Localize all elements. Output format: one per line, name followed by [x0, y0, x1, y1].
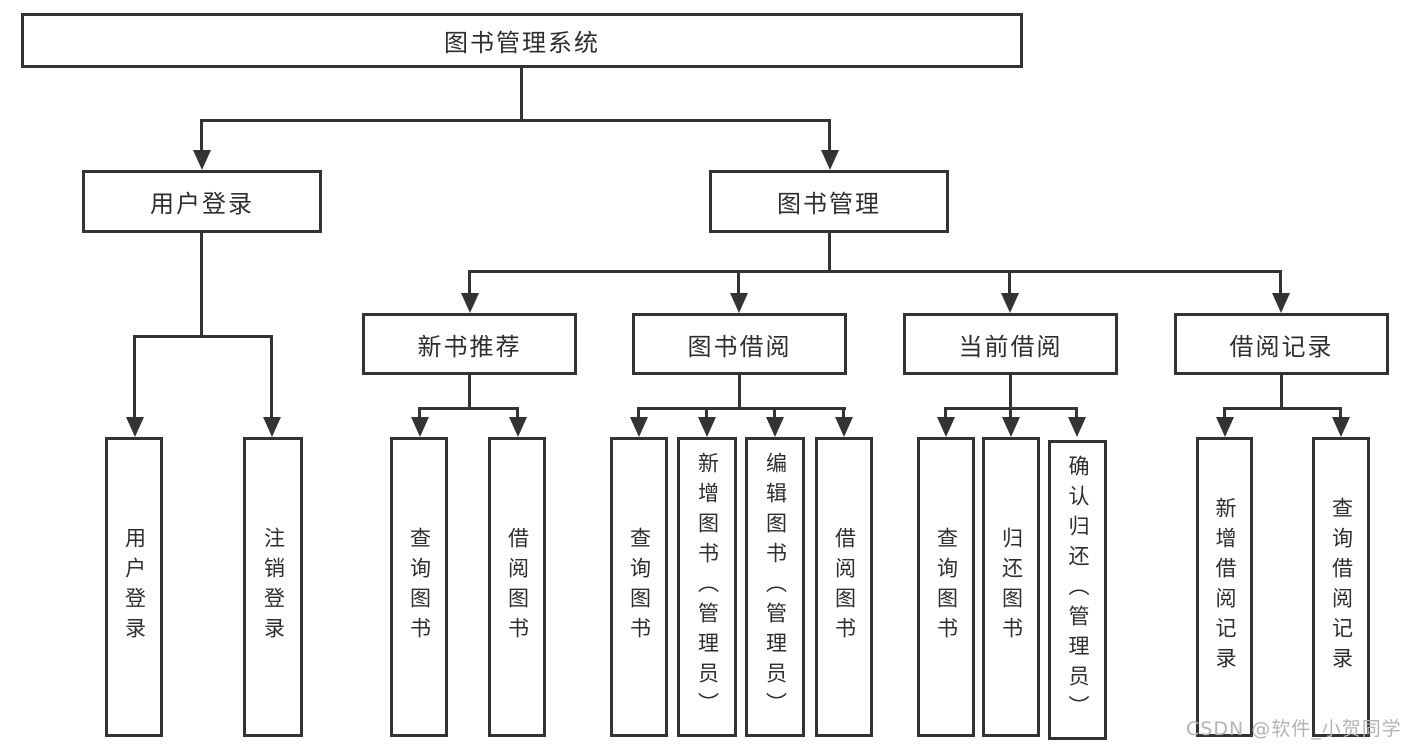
- connector-level2-rail: [469, 270, 1282, 273]
- arrow-bb-add: [705, 407, 708, 417]
- connector-book-mgmt-stem: [828, 233, 831, 270]
- leaf-logout: 注销登录: [243, 437, 303, 737]
- leaf-user-login-label: 用户登录: [122, 527, 147, 647]
- node-root-label: 图书管理系统: [444, 29, 600, 57]
- leaf-bb-edit-books-admin: 编辑图书（管理员）: [745, 437, 805, 737]
- node-borrowing-records: 借阅记录: [1174, 313, 1389, 375]
- leaf-cb-query-books-label: 查询图书: [934, 527, 959, 647]
- connector-borrow-record-stem: [1280, 375, 1283, 407]
- arrow-cb-confirm: [1075, 407, 1078, 417]
- node-current-borrowing: 当前借阅: [903, 313, 1118, 375]
- node-root-library-system: 图书管理系统: [21, 13, 1023, 68]
- arrow-to-book-borrow: [737, 270, 740, 293]
- connector-new-book-rail: [418, 407, 519, 410]
- arrow-bb-edit: [773, 407, 776, 417]
- arrow-bb-borrow: [842, 407, 845, 417]
- connector-current-borrow-stem: [1009, 375, 1012, 407]
- arrow-to-user-login: [200, 119, 203, 150]
- leaf-bb-add-books-admin-label: 新增图书（管理员）: [695, 452, 720, 722]
- arrow-bb-query: [637, 407, 640, 417]
- leaf-br-add-record-label: 新增借阅记录: [1213, 497, 1237, 677]
- leaf-cb-confirm-return-admin: 确认归还（管理员）: [1048, 440, 1107, 740]
- leaf-bb-query-books-label: 查询图书: [627, 527, 652, 647]
- node-user-login-label: 用户登录: [150, 190, 254, 218]
- node-book-management: 图书管理: [709, 170, 949, 233]
- leaf-nb-query-books: 查询图书: [390, 437, 448, 737]
- leaf-nb-query-books-label: 查询图书: [407, 527, 432, 647]
- connector-new-book-stem: [468, 375, 471, 407]
- leaf-br-query-record-label: 查询借阅记录: [1329, 497, 1354, 677]
- node-new-book-recommend: 新书推荐: [362, 313, 577, 375]
- arrow-to-borrow-record: [1279, 270, 1282, 293]
- connector-book-borrow-rail: [638, 407, 846, 410]
- leaf-br-query-record: 查询借阅记录: [1312, 437, 1370, 737]
- arrow-br-add: [1223, 407, 1226, 417]
- leaf-cb-query-books: 查询图书: [917, 437, 975, 737]
- connector-book-borrow-stem: [738, 375, 741, 407]
- connector-user-login-stem: [200, 233, 203, 335]
- node-book-management-label: 图书管理: [777, 190, 881, 218]
- leaf-bb-edit-books-admin-label: 编辑图书（管理员）: [763, 452, 788, 722]
- connector-user-login-rail: [133, 335, 273, 338]
- node-new-book-recommend-label: 新书推荐: [417, 332, 522, 361]
- arrow-to-book-mgmt: [828, 119, 831, 150]
- connector-root-stem: [520, 68, 523, 119]
- arrow-to-login-leaf: [133, 335, 136, 417]
- leaf-bb-borrow-books-label: 借阅图书: [832, 527, 857, 647]
- arrow-nb-query: [418, 407, 421, 417]
- node-book-borrowing-label: 图书借阅: [687, 332, 792, 361]
- node-current-borrowing-label: 当前借阅: [958, 332, 1063, 361]
- connector-borrow-record-rail: [1224, 407, 1342, 410]
- arrow-nb-borrow: [516, 407, 519, 417]
- csdn-watermark: CSDN @软件_小贺同学: [1186, 718, 1402, 740]
- node-user-login: 用户登录: [82, 170, 322, 233]
- leaf-bb-add-books-admin: 新增图书（管理员）: [677, 437, 737, 737]
- leaf-br-add-record: 新增借阅记录: [1196, 437, 1253, 737]
- leaf-nb-borrow-books-label: 借阅图书: [505, 527, 530, 647]
- arrow-br-query: [1339, 407, 1342, 417]
- leaf-cb-return-books-label: 归还图书: [999, 527, 1024, 647]
- node-borrowing-records-label: 借阅记录: [1229, 332, 1334, 361]
- leaf-cb-return-books: 归还图书: [982, 437, 1040, 737]
- leaf-cb-confirm-return-admin-label: 确认归还（管理员）: [1066, 455, 1090, 725]
- node-book-borrowing: 图书借阅: [632, 313, 847, 375]
- arrow-to-current-borrow: [1008, 270, 1011, 293]
- arrow-to-logout-leaf: [270, 335, 273, 417]
- leaf-logout-label: 注销登录: [261, 527, 286, 647]
- leaf-bb-borrow-books: 借阅图书: [815, 437, 873, 737]
- arrow-to-new-book: [468, 270, 471, 293]
- leaf-user-login: 用户登录: [105, 437, 163, 737]
- arrow-cb-return: [1009, 407, 1012, 417]
- leaf-bb-query-books: 查询图书: [610, 437, 668, 737]
- connector-level1-rail: [201, 119, 830, 122]
- leaf-nb-borrow-books: 借阅图书: [488, 437, 546, 737]
- arrow-cb-query: [944, 407, 947, 417]
